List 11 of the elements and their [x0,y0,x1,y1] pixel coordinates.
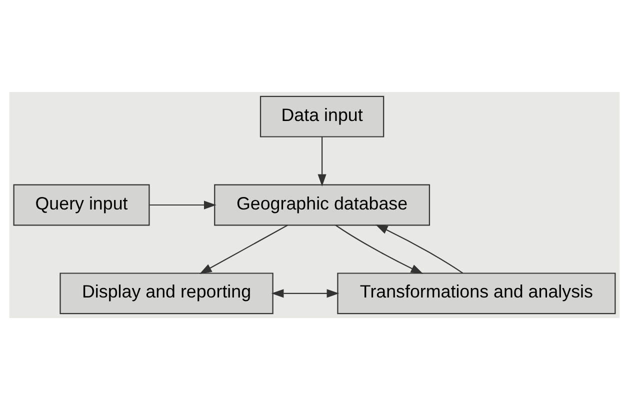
node-box: Display and reporting [60,272,274,314]
node-box: Query input [13,184,150,226]
arrow [375,224,464,274]
arrow [335,224,424,274]
arrow [271,289,340,298]
arrow [150,200,216,210]
node-box: Transformations and analysis [337,272,616,314]
arrow [318,136,326,187]
arrow [199,224,288,274]
node-box: Geographic database [214,184,430,226]
node-box: Data input [260,96,384,138]
